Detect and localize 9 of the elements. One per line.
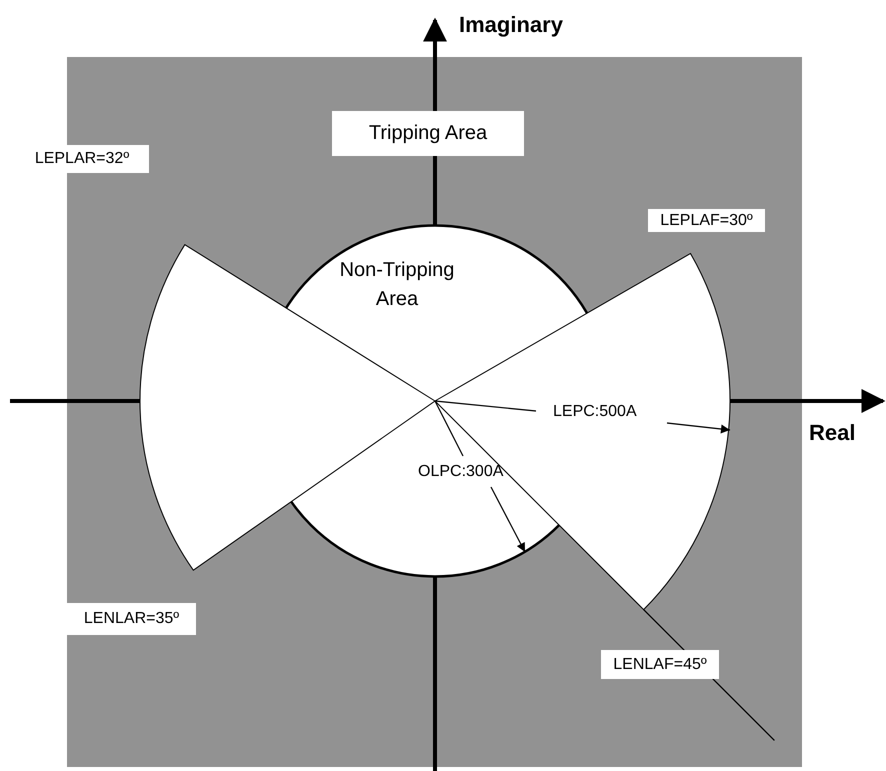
angle-label: LENLAR=35º	[67, 603, 196, 635]
dimension-label: LEPC:500A	[553, 403, 637, 421]
tripping-area-label: Tripping Area	[332, 111, 524, 156]
axis-title: Real	[809, 420, 856, 446]
angle-label: LENLAF=45º	[601, 650, 719, 679]
area-label: Non-Tripping Area	[338, 258, 456, 312]
angle-label: LEPLAF=30º	[648, 209, 765, 232]
dimension-label: OLPC:300A	[418, 463, 504, 481]
axis-title: Imaginary	[459, 12, 563, 38]
